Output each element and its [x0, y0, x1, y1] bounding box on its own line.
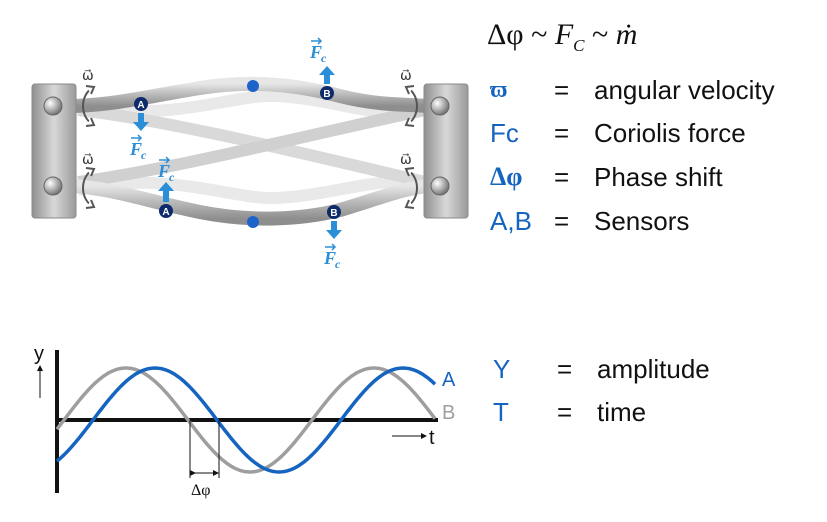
legend-equals: =: [554, 206, 570, 236]
legend-symbol: Y: [493, 354, 511, 384]
omega-arrow-top-right: [404, 85, 418, 127]
sensor-b-bottom: B: [327, 205, 341, 219]
right-bolt-bottom: [430, 176, 450, 196]
center-node-top: [247, 80, 259, 92]
svg-text:B: B: [323, 89, 330, 100]
tube-lower: [68, 179, 435, 226]
omega-label-bottom-right: ω⃗: [400, 152, 412, 168]
svg-text:F: F: [157, 161, 170, 181]
series-b-label: B: [442, 402, 455, 424]
omega-label-bottom-left: ω⃗: [82, 152, 94, 168]
force-label-top-b: F c: [309, 37, 327, 65]
force-label-bottom-b: F c: [323, 243, 341, 271]
sensor-b-top: B: [320, 86, 334, 100]
left-bolt-top: [43, 96, 63, 116]
legend-equals: =: [554, 75, 570, 105]
legend-description: angular velocity: [594, 75, 775, 105]
force-label-top-a: F c: [129, 134, 147, 162]
left-bolt-bottom: [43, 176, 63, 196]
svg-text:c: c: [141, 148, 147, 162]
legend-description: Sensors: [594, 206, 690, 236]
omega-arrow-bottom-right: [404, 167, 418, 209]
svg-text:c: c: [335, 257, 341, 271]
legend-equals: =: [557, 397, 573, 427]
legend-symbol: A,B: [490, 206, 532, 236]
legend-description: Phase shift: [594, 162, 723, 192]
series-a-label: A: [442, 369, 456, 391]
legend-symbol: Fc: [490, 118, 519, 148]
sensor-a-top: A: [134, 97, 148, 111]
legend-description: time: [597, 397, 647, 427]
omega-label-top-right: ω⃗: [400, 68, 412, 84]
force-label-bottom-a: F c: [157, 156, 175, 184]
legend-description: Coriolis force: [594, 118, 746, 148]
legend-symbol: T: [493, 397, 509, 427]
force-arrow-b-bottom-down: [326, 221, 342, 239]
y-axis-label: y: [34, 343, 44, 365]
svg-text:B: B: [330, 208, 337, 219]
svg-text:F: F: [309, 42, 322, 62]
series-a-wave: [55, 366, 437, 474]
legend-symbol: Δφ: [490, 162, 523, 191]
svg-text:c: c: [169, 170, 175, 184]
svg-text:A: A: [137, 100, 144, 111]
center-node-bottom: [247, 216, 259, 228]
force-arrow-a-bottom-up: [158, 182, 174, 202]
x-axis-label: t: [429, 427, 435, 449]
tube-cross-2: [77, 104, 427, 188]
formula-delta-phi: Δφ: [487, 18, 524, 51]
series-b-wave: [55, 366, 437, 474]
formula-sim-2: ~: [592, 18, 609, 51]
formula-sim-1: ~: [531, 18, 548, 51]
tube-cross-1: [77, 104, 427, 188]
tube-back-lower: [76, 175, 429, 205]
legend-equals: =: [557, 354, 573, 384]
svg-text:F: F: [323, 248, 336, 268]
legend-equals: =: [554, 118, 570, 148]
left-flange: [31, 83, 77, 219]
right-bolt-top: [430, 96, 450, 116]
formula-force: FC: [554, 18, 585, 55]
formula-mass-flow: ṁ: [615, 18, 638, 51]
sensor-a-bottom: A: [159, 204, 173, 218]
legend-symbol: ϖ: [490, 77, 508, 103]
force-arrow-a-top-down: [133, 113, 149, 131]
formula: Δφ ~ FC ~ ṁ: [487, 18, 637, 56]
omega-arrow-top-left: [82, 85, 96, 127]
tube-upper: [68, 76, 435, 113]
omega-arrow-bottom-left: [82, 167, 96, 209]
legend-description: amplitude: [597, 354, 710, 384]
force-arrow-b-top-up: [319, 66, 335, 84]
legend-equals: =: [554, 162, 570, 192]
flowmeter-device: ω⃗ ω⃗ ω⃗ ω⃗ A B A B: [31, 37, 469, 271]
phase-shift-label: Δφ: [191, 482, 211, 499]
wave-plot: y t A B Δφ: [34, 343, 456, 499]
svg-text:c: c: [321, 51, 327, 65]
omega-label-top-left: ω⃗: [82, 68, 94, 84]
svg-text:F: F: [129, 139, 142, 159]
svg-text:A: A: [162, 207, 169, 218]
